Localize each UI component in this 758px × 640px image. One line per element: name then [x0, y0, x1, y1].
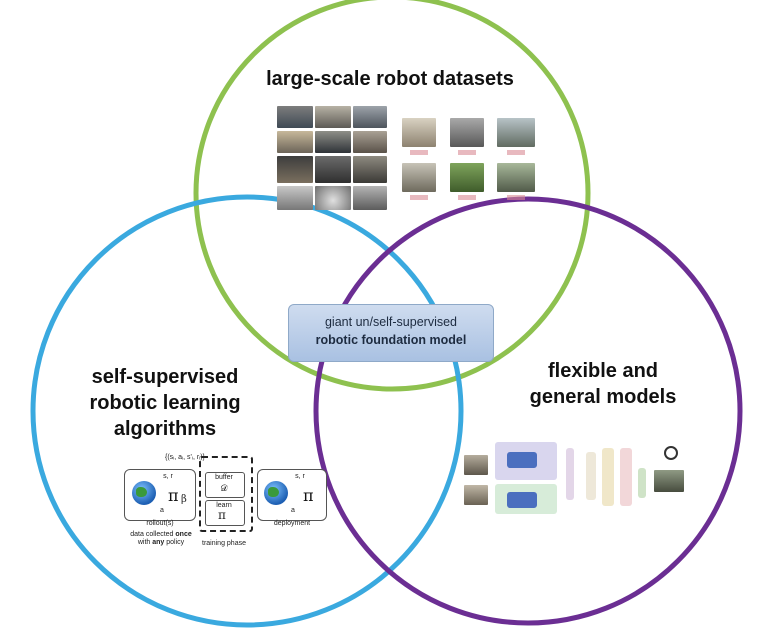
caption-bold: any — [152, 539, 165, 546]
dataset-photo — [315, 156, 351, 183]
rollout-label: rollout(s) — [146, 520, 174, 527]
top-circle-title: large-scale robot datasets — [266, 68, 514, 90]
transition-tuple: {(sᵢ, aᵢ, s'ᵢ, rᵢ)} — [165, 454, 205, 461]
dataset-photo — [402, 163, 436, 192]
caption-mark — [410, 195, 428, 200]
caption-bold: once — [175, 531, 192, 538]
learn-box — [205, 500, 245, 526]
buffer-symbol: 𝒟 — [220, 483, 228, 493]
right-circle-title: flexible and general models — [508, 358, 698, 410]
action-label: a — [160, 507, 164, 514]
data-collection-caption: data collected once with any policy — [120, 531, 202, 547]
caption-text: policy — [166, 539, 185, 546]
left-title-line: self-supervised — [91, 366, 239, 388]
timer-icon — [664, 446, 678, 460]
caption-mark — [507, 195, 525, 200]
center-line-2: robotic foundation model — [315, 333, 467, 347]
dataset-photo — [497, 118, 535, 147]
output-block — [638, 468, 646, 498]
left-circle-title: self-supervised robotic learning algorit… — [70, 364, 260, 442]
learned-policy-symbol: π — [218, 508, 226, 522]
globe-icon — [264, 481, 288, 505]
learn-label: learn — [216, 502, 232, 509]
encoder-block — [507, 492, 537, 508]
behavior-policy-subscript: β — [181, 494, 187, 505]
buffer-box — [205, 472, 245, 498]
caption-mark — [458, 195, 476, 200]
distance-photo — [654, 470, 684, 492]
caption-mark — [507, 150, 525, 155]
deploy-policy-symbol: π — [303, 486, 314, 505]
state-label: s, r — [163, 473, 173, 480]
observation-photo — [464, 455, 488, 475]
transformer-block — [602, 448, 614, 506]
dataset-photo — [402, 118, 436, 147]
training-phase-box — [199, 456, 253, 532]
dataset-photo — [353, 106, 387, 128]
deployment-label: deployment — [273, 520, 311, 527]
dataset-photo — [497, 163, 535, 192]
right-title-line: flexible and — [547, 360, 659, 382]
dataset-photo — [353, 131, 387, 153]
caption-mark — [410, 150, 428, 155]
right-circle — [313, 196, 743, 626]
dataset-photo — [277, 131, 313, 153]
center-line-1: giant un/self-supervised — [324, 315, 458, 329]
left-title-line: robotic learning — [89, 392, 241, 414]
caption-mark — [458, 150, 476, 155]
dataset-photo — [353, 156, 387, 183]
top-circle — [193, 0, 591, 392]
deploy-state-label: s, r — [295, 473, 305, 480]
left-title-line: algorithms — [113, 418, 217, 440]
dataset-photo — [277, 156, 313, 183]
training-phase-caption: training phase — [202, 540, 246, 547]
dataset-photo — [315, 131, 351, 153]
dataset-photo — [450, 118, 484, 147]
dataset-photo — [450, 163, 484, 192]
right-title-line: general models — [529, 386, 677, 408]
dataset-photo — [315, 106, 351, 128]
behavior-policy-symbol: π — [168, 486, 179, 505]
encoder-block — [507, 452, 537, 468]
dataset-photo — [315, 186, 351, 210]
dataset-photo — [277, 186, 313, 210]
left-circle — [30, 194, 464, 628]
deploy-action-label: a — [291, 507, 295, 514]
token-column — [566, 448, 574, 500]
dataset-photo — [353, 186, 387, 210]
token-column — [586, 452, 596, 500]
goal-photo — [464, 485, 488, 505]
transformer-block — [620, 448, 632, 506]
buffer-label: buffer — [215, 474, 233, 481]
globe-icon — [132, 481, 156, 505]
foundation-model-box: giant un/self-supervised robotic foundat… — [288, 304, 494, 362]
caption-text: with — [137, 539, 151, 546]
dataset-photo — [277, 106, 313, 128]
caption-text: data collected — [130, 531, 174, 538]
